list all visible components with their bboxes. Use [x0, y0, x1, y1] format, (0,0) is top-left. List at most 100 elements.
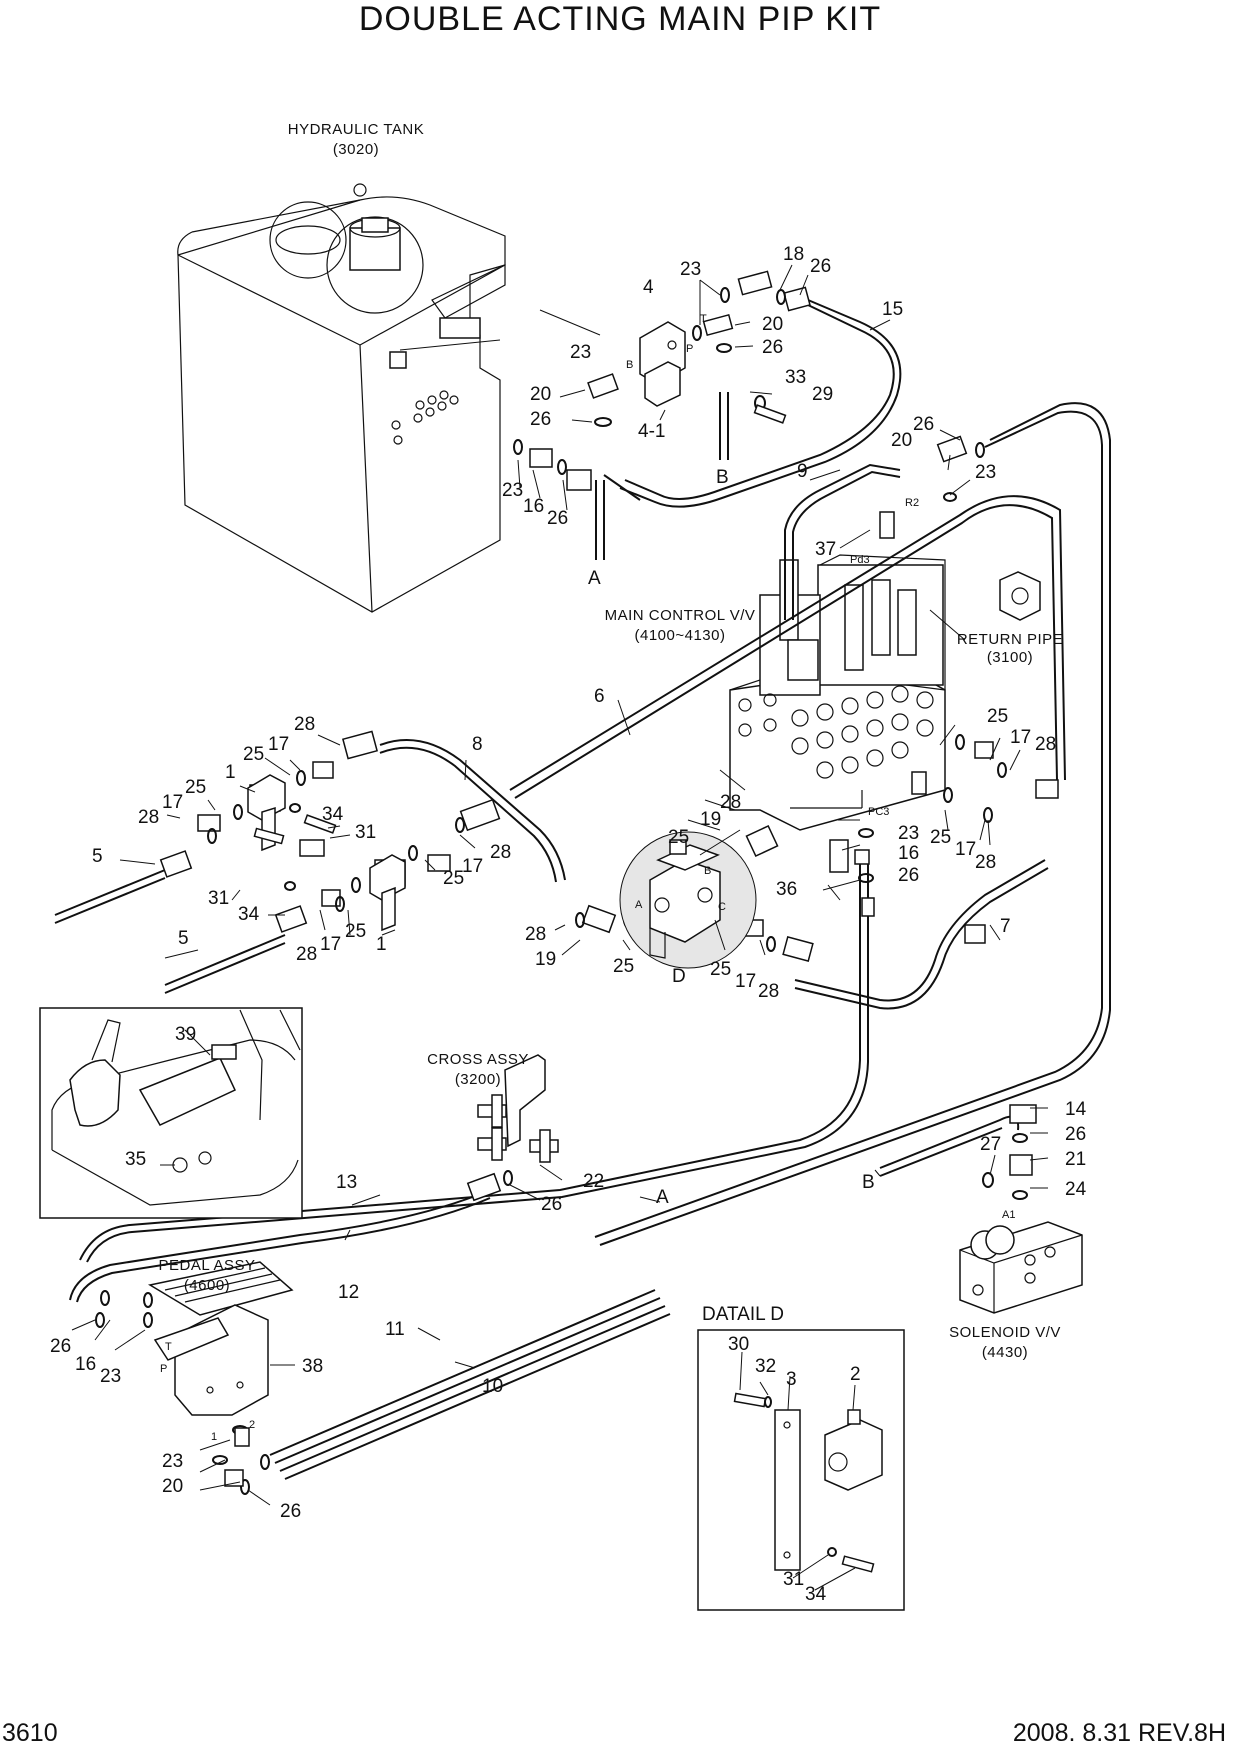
callout: 23 — [570, 342, 591, 363]
callout: 26 — [1065, 1124, 1086, 1145]
callout: 38 — [302, 1356, 323, 1377]
callout: 26 — [913, 414, 934, 435]
bracket-1-lower — [369, 854, 406, 932]
port-p: P — [686, 343, 693, 355]
cab-inset — [39, 1007, 303, 1219]
callout: 35 — [125, 1149, 146, 1170]
callout: 23 — [898, 823, 919, 844]
callout-numbers: 23 18 26 4 15 20 26 23 33 29 20 26 4-1 B… — [50, 244, 1087, 1605]
callout: 28 — [294, 714, 315, 735]
callout: 4-1 — [638, 421, 665, 442]
callout: 28 — [720, 792, 741, 813]
return-pipe-code: (3100) — [987, 649, 1033, 666]
callout: 1 — [376, 934, 387, 955]
callout: 9 — [797, 461, 808, 482]
page-number: 3610 — [2, 1719, 58, 1747]
port-b: B — [626, 359, 633, 371]
callout: 12 — [338, 1282, 359, 1303]
callout: 22 — [583, 1171, 604, 1192]
port-t: T — [700, 313, 707, 325]
callout: A — [656, 1187, 669, 1208]
callout: 25 — [987, 706, 1008, 727]
pedal-assy — [147, 1261, 294, 1487]
callout: 34 — [238, 904, 260, 925]
o-rings — [95, 287, 1028, 1495]
callout: 26 — [530, 409, 551, 430]
callout: 28 — [758, 981, 779, 1002]
valve-ports — [738, 685, 934, 779]
valve-name: MAIN CONTROL V/V — [605, 607, 756, 624]
tank-code: (3020) — [333, 141, 379, 158]
callout: 39 — [175, 1024, 196, 1045]
callout: 13 — [336, 1172, 357, 1193]
callout: 20 — [891, 430, 912, 451]
port-pd3: Pd3 — [850, 554, 870, 566]
callout: 21 — [1065, 1149, 1086, 1170]
callout: 20 — [762, 314, 783, 335]
main-control-valve — [729, 554, 1041, 831]
callout: 32 — [755, 1356, 776, 1377]
callout: 29 — [812, 384, 833, 405]
callout: 30 — [728, 1334, 749, 1355]
detail-port-c: C — [718, 901, 726, 913]
hoses — [54, 299, 1111, 1480]
cross-assy — [477, 1054, 559, 1163]
solenoid-code: (4430) — [982, 1344, 1028, 1361]
callout: 28 — [975, 852, 996, 873]
valve-code: (4100~4130) — [635, 627, 726, 644]
callout: 28 — [1035, 734, 1056, 755]
callout: 3 — [786, 1369, 797, 1390]
port-pc3: PC3 — [868, 806, 889, 818]
callout: 26 — [547, 508, 568, 529]
pedal-port-1: 1 — [211, 1431, 217, 1443]
page-title: DOUBLE ACTING MAIN PIP KIT — [358, 0, 882, 38]
port-r2: R2 — [905, 497, 919, 509]
callout: 19 — [535, 949, 556, 970]
callout: 26 — [898, 865, 919, 886]
pedal-port-2: 2 — [249, 1419, 255, 1431]
callout: 23 — [100, 1366, 121, 1387]
valve-block-4 — [639, 321, 686, 407]
callout: 23 — [680, 259, 701, 280]
callout: 20 — [530, 384, 551, 405]
callout: 25 — [613, 956, 634, 977]
callout: 25 — [185, 777, 206, 798]
callout: 17 — [462, 856, 483, 877]
pedal-port-p: P — [160, 1363, 167, 1375]
pedal-assy-code: (4600) — [184, 1277, 230, 1294]
callout: 28 — [138, 807, 159, 828]
hydraulic-tank — [177, 183, 506, 613]
callout: 16 — [523, 496, 544, 517]
callout: 5 — [178, 928, 189, 949]
callout: 18 — [783, 244, 804, 265]
cross-assy-code: (3200) — [455, 1071, 501, 1088]
callout: 31 — [783, 1569, 804, 1590]
callout: 17 — [1010, 727, 1031, 748]
callout: 17 — [735, 971, 756, 992]
callout: 26 — [541, 1194, 562, 1215]
callout: 25 — [345, 921, 366, 942]
tank-name: HYDRAULIC TANK — [288, 121, 424, 138]
cross-assy-name: CROSS ASSY — [427, 1051, 529, 1068]
callout: 8 — [472, 734, 483, 755]
callout: 17 — [320, 934, 341, 955]
callout: 10 — [482, 1376, 503, 1397]
callout: 26 — [810, 256, 831, 277]
solenoid-valve — [959, 1221, 1083, 1314]
callout: 23 — [502, 480, 523, 501]
detail-port-b: B — [704, 865, 711, 877]
callout: 6 — [594, 686, 605, 707]
callout: 20 — [162, 1476, 183, 1497]
callout: 11 — [385, 1319, 405, 1340]
detail-d-marker — [619, 831, 757, 969]
callout: 4 — [643, 277, 654, 298]
callout: 24 — [1065, 1179, 1087, 1200]
leader-lines — [71, 264, 1049, 1591]
callout: 27 — [980, 1134, 1001, 1155]
tank-ports — [391, 390, 459, 445]
callout: 14 — [1065, 1099, 1087, 1120]
detail-d-title: DATAIL D — [702, 1304, 784, 1325]
callout: 23 — [975, 462, 996, 483]
callout: 37 — [815, 539, 836, 560]
